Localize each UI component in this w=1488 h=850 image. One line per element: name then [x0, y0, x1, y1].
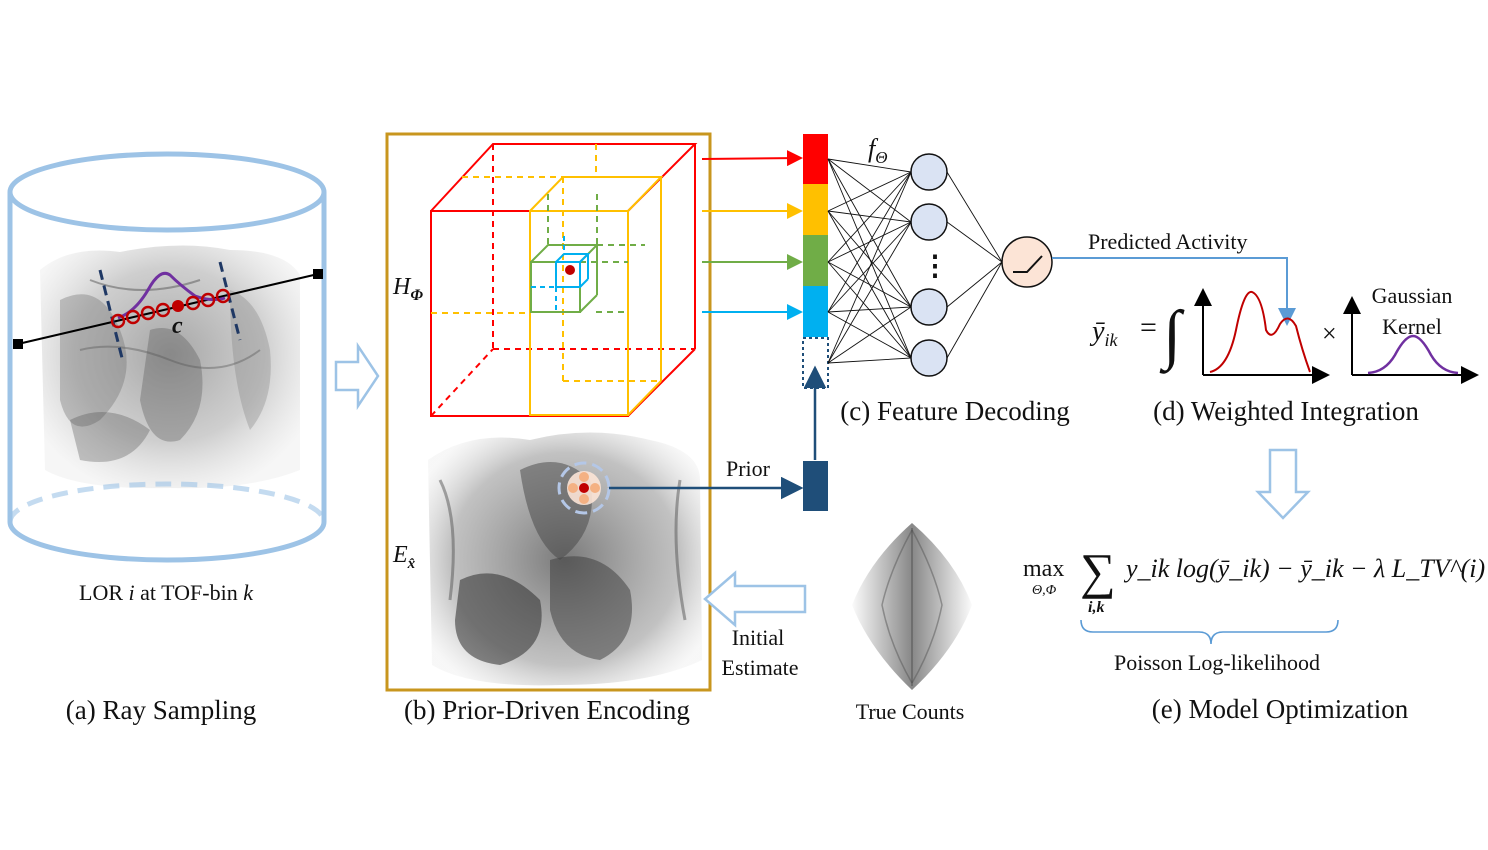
hash-encoding-symbol: HΦ	[392, 274, 423, 304]
integral-sign: ∫	[1159, 298, 1185, 374]
arrow-level-red	[701, 150, 803, 167]
loglik-label: Poisson Log-likelihood	[1114, 650, 1320, 675]
mlp-edge	[946, 261, 1003, 359]
center-sample-point	[172, 300, 184, 312]
panel-weighted-integration: ȳik = ∫ × Gaussian Kernel (d) Weighted I…	[1089, 283, 1479, 426]
mlp-edge	[827, 158, 912, 308]
tof-kernel-curve	[117, 271, 226, 320]
mlp-edge	[827, 357, 912, 364]
mlp-edge	[827, 171, 912, 364]
prior-query-marker	[557, 461, 611, 515]
mlp-connections	[827, 158, 1003, 364]
caption-prior-driven-encoding: (b) Prior-Driven Encoding	[404, 695, 690, 725]
prior-label: Prior	[726, 456, 771, 481]
encoder-symbol: Ex̂	[392, 542, 416, 572]
flow-arrow-a-to-b	[334, 341, 380, 411]
arrow-predicted-activity	[1052, 257, 1296, 326]
mlp-edge	[827, 158, 912, 223]
max-operator: max	[1023, 556, 1064, 582]
tof-window-right	[218, 261, 242, 341]
prior-feature-block	[803, 461, 828, 511]
gaussian-kernel-plot	[1343, 296, 1479, 384]
lor-label: LOR i at TOF-bin k	[79, 580, 254, 605]
center-symbol: c	[172, 313, 183, 339]
caption-true-counts: True Counts	[856, 699, 965, 724]
mlp-edge	[827, 221, 912, 364]
activity-plot	[1194, 288, 1330, 384]
mlp-edge	[827, 261, 912, 359]
caption-ray-sampling: (a) Ray Sampling	[66, 695, 256, 725]
flow-arrow-d-to-e	[1255, 448, 1311, 520]
mlp-edge	[827, 158, 912, 173]
mlp-edge	[946, 261, 1003, 308]
panel-model-optimization: max Θ,Φ ∑ i,k y_ik log(ȳ_ik) − ȳ_ik − λ …	[1023, 543, 1488, 724]
mlp-edge	[827, 210, 912, 308]
caption-model-optimization: (e) Model Optimization	[1152, 694, 1409, 724]
gaussian-kernel-label-2: Kernel	[1382, 314, 1442, 339]
mlp-edge	[827, 261, 912, 308]
true-counts-sinogram	[852, 523, 972, 690]
panel-feature-decoding: ⋮ fΘ (c) Feature Decoding	[802, 134, 1070, 511]
encoding-frame	[385, 132, 712, 692]
initial-estimate-label-2: Estimate	[722, 655, 799, 680]
sum-subscript: i,k	[1088, 599, 1104, 616]
initial-estimate-label-1: Initial	[732, 625, 785, 650]
mlp-edge	[946, 171, 1003, 263]
gaussian-kernel-label-1: Gaussian	[1372, 283, 1453, 308]
objective-formula: y_ik log(ȳ_ik) − ȳ_ik − λ L_TV^(i) (Φ)	[1123, 554, 1488, 583]
loglik-bracket	[1080, 619, 1339, 645]
hash-grid-level-orange	[431, 144, 664, 416]
mlp-edge	[827, 171, 912, 263]
times-sign: ×	[1322, 319, 1337, 348]
body-volume-image	[40, 245, 300, 489]
caption-feature-decoding: (c) Feature Decoding	[840, 396, 1069, 426]
sum-operator: ∑	[1080, 543, 1116, 599]
caption-weighted-integration: (d) Weighted Integration	[1153, 396, 1419, 426]
mlp-edge	[827, 171, 912, 313]
mlp-ellipsis: ⋮	[921, 251, 949, 282]
mlp-edge	[827, 306, 912, 364]
feature-vector	[802, 134, 829, 389]
prediction-lhs: ȳik	[1089, 316, 1118, 350]
max-subscript: Θ,Φ	[1032, 583, 1057, 598]
panel-prior-driven-encoding: HΦ Ex̂ (b) Prior-Driven Encoding	[385, 132, 712, 725]
hash-grid-level-blue	[531, 236, 591, 312]
flow-arrow-initial-estimate	[703, 570, 807, 628]
activation-node	[1001, 236, 1053, 288]
mlp-edge	[946, 221, 1003, 263]
predicted-activity-label: Predicted Activity	[1088, 229, 1247, 254]
panel-ray-sampling: c LOR i at TOF-bin k (a) Ray Sampling	[7, 151, 327, 725]
mlp-edge	[827, 306, 912, 313]
sample-points	[110, 288, 231, 329]
query-point	[565, 265, 575, 275]
scanner-cylinder	[7, 151, 327, 563]
mlp-symbol: fΘ	[868, 134, 888, 167]
equals-sign: =	[1140, 311, 1157, 344]
mlp-neurons	[910, 153, 948, 377]
mlp-edge	[827, 171, 912, 212]
